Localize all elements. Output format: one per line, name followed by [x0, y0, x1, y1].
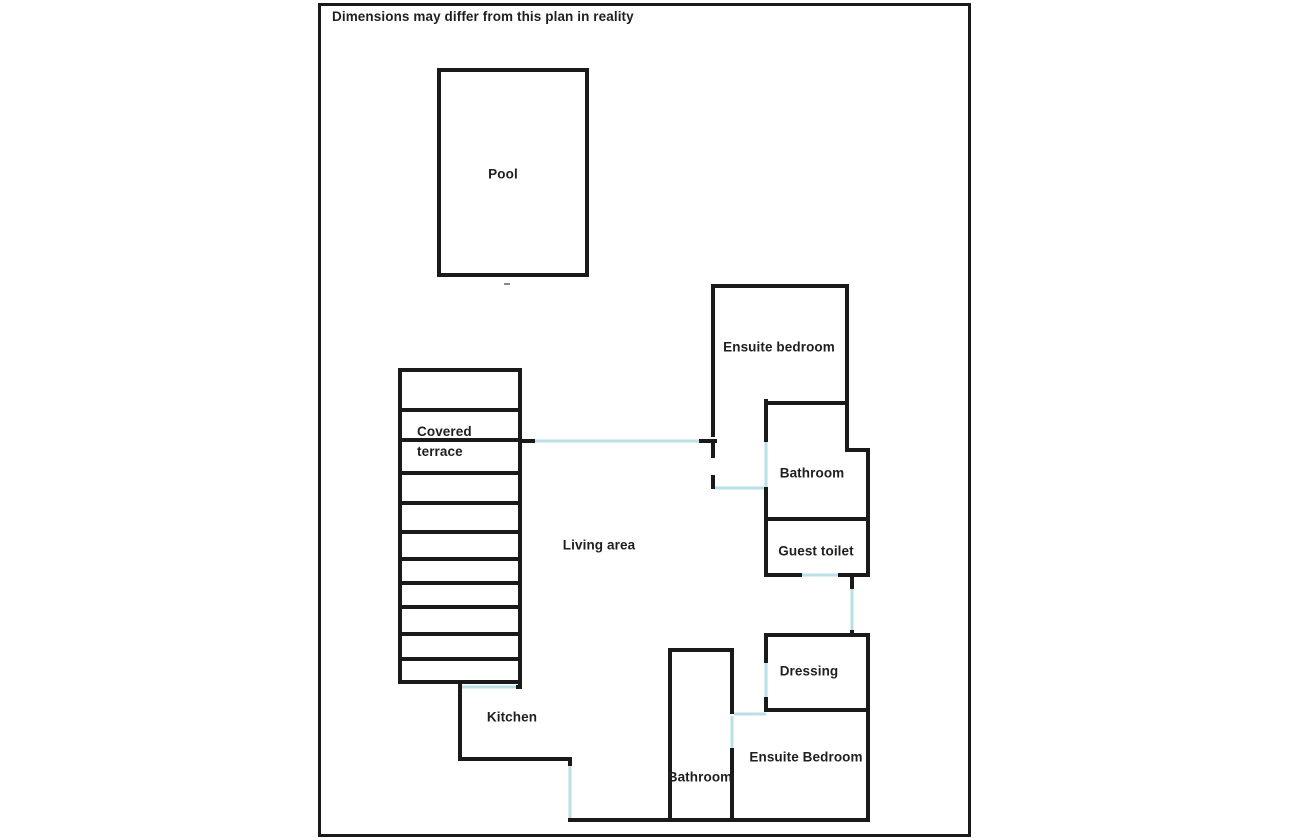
room-label-bathroom-bottom: Bathroom [667, 769, 733, 785]
room-label-guest-toilet: Guest toilet [778, 543, 854, 559]
room-label-dressing: Dressing [779, 663, 839, 679]
walls-group [398, 68, 870, 822]
room-label-living-area: Living area [562, 537, 636, 553]
door-openings-group [462, 439, 854, 818]
room-label-covered-terrace: Covered terrace [417, 422, 472, 462]
room-label-ensuite-bedroom-top: Ensuite bedroom [723, 339, 835, 355]
room-label-bathroom-top: Bathroom [779, 465, 845, 481]
room-label-pool: Pool [488, 166, 518, 182]
room-label-covered-terrace-line1: Covered [417, 424, 472, 439]
room-label-kitchen: Kitchen [486, 709, 538, 725]
plan-disclaimer-text: Dimensions may differ from this plan in … [332, 9, 634, 24]
plan-border [318, 3, 971, 837]
room-label-ensuite-bedroom-bottom: Ensuite Bedroom [749, 749, 863, 765]
room-label-covered-terrace-line2: terrace [417, 444, 463, 459]
